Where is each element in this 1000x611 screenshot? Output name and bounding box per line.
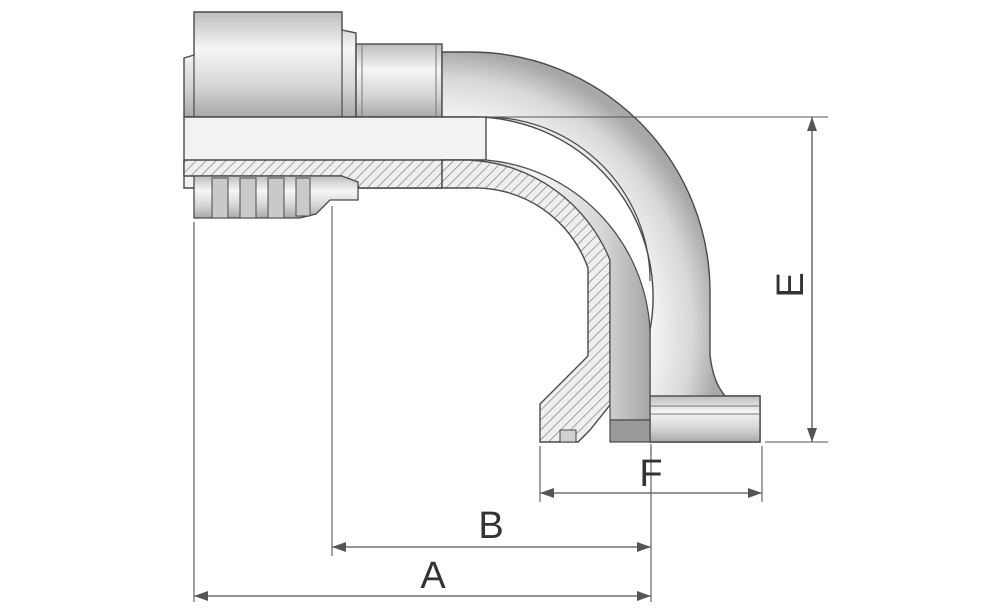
dimension-label-e: E <box>770 272 812 297</box>
oring-groove <box>559 429 577 443</box>
collar <box>355 43 443 118</box>
extension-lines <box>193 116 828 602</box>
fitting-body <box>183 11 761 443</box>
flange <box>649 395 761 443</box>
dimension-label-f: F <box>639 453 662 495</box>
bore <box>469 159 651 421</box>
dimension-label-b: B <box>478 505 503 547</box>
bend-contour <box>485 116 651 282</box>
dimension-label-a: A <box>420 555 446 597</box>
dimension-lines <box>194 117 817 601</box>
bore-outlet <box>609 419 651 443</box>
insert-barbs <box>193 175 359 219</box>
elbow-tube <box>441 51 761 443</box>
socket <box>183 11 357 118</box>
